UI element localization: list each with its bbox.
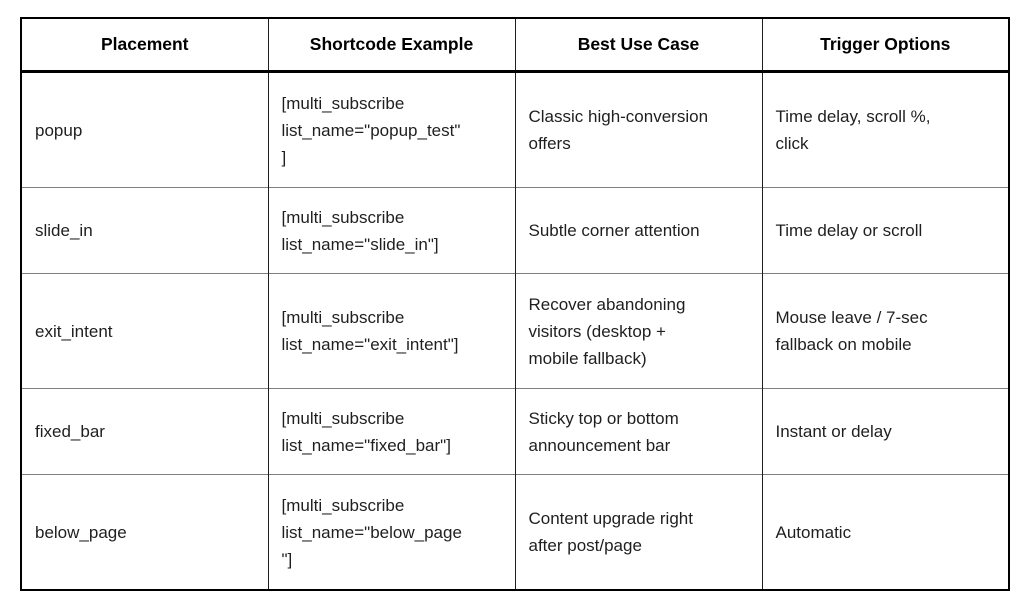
cell-shortcode: [multi_subscribe list_name="fixed_bar"] — [267, 388, 515, 475]
cell-trigger-options: Instant or delay — [761, 388, 1009, 475]
cell-placement: below_page — [21, 474, 268, 590]
header-row: Placement Shortcode Example Best Use Cas… — [21, 18, 1009, 73]
table-row-below-page: below_page [multi_subscribe list_name="b… — [21, 474, 1009, 590]
table-row-exit-intent: exit_intent [multi_subscribe list_name="… — [21, 273, 1009, 389]
column-header-shortcode: Shortcode Example — [267, 18, 515, 73]
cell-best-use-case: Classic high-conversion offers — [514, 71, 762, 188]
cell-best-use-case: Recover abandoning visitors (desktop + m… — [514, 273, 762, 389]
table-header: Placement Shortcode Example Best Use Cas… — [21, 18, 1009, 73]
cell-placement: slide_in — [21, 187, 268, 274]
column-header-trigger-options: Trigger Options — [761, 18, 1009, 73]
cell-shortcode: [multi_subscribe list_name="below_page "… — [267, 474, 515, 590]
table-row-fixed-bar: fixed_bar [multi_subscribe list_name="fi… — [21, 388, 1009, 475]
cell-best-use-case: Content upgrade right after post/page — [514, 474, 762, 590]
cell-shortcode: [multi_subscribe list_name="exit_intent"… — [267, 273, 515, 389]
cell-shortcode: [multi_subscribe list_name="slide_in"] — [267, 187, 515, 274]
cell-trigger-options: Time delay, scroll %, click — [761, 71, 1009, 188]
cell-trigger-options: Automatic — [761, 474, 1009, 590]
cell-shortcode: [multi_subscribe list_name="popup_test" … — [267, 71, 515, 188]
cell-best-use-case: Sticky top or bottom announcement bar — [514, 388, 762, 475]
column-header-best-use-case: Best Use Case — [514, 18, 762, 73]
column-header-placement: Placement — [21, 18, 268, 73]
cell-best-use-case: Subtle corner attention — [514, 187, 762, 274]
placements-table: Placement Shortcode Example Best Use Cas… — [20, 17, 1010, 591]
cell-trigger-options: Time delay or scroll — [761, 187, 1009, 274]
cell-trigger-options: Mouse leave / 7-sec fallback on mobile — [761, 273, 1009, 389]
table-row-popup: popup [multi_subscribe list_name="popup_… — [21, 71, 1009, 188]
cell-placement: popup — [35, 120, 83, 140]
cell-placement: exit_intent — [21, 273, 268, 389]
table-body: popup [multi_subscribe list_name="popup_… — [21, 71, 1009, 590]
table-row-slide-in: slide_in [multi_subscribe list_name="sli… — [21, 187, 1009, 274]
cell-placement: fixed_bar — [21, 388, 268, 475]
placements-table-container: Placement Shortcode Example Best Use Cas… — [20, 17, 1010, 591]
